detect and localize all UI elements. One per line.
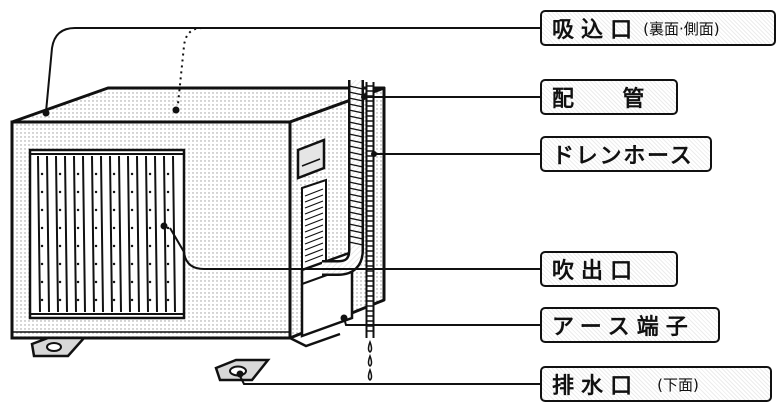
label-intake: 吸込口(裏面·側面) (540, 10, 776, 46)
dot-intake-side (172, 106, 180, 114)
label-drain-port-text: 排水口 (552, 374, 640, 399)
label-outlet-text: 吹出口 (552, 259, 640, 284)
label-outlet: 吹出口 (540, 251, 678, 287)
label-intake-note: (裏面·側面) (643, 19, 720, 38)
drain-hose (365, 82, 375, 338)
label-drain-hose-text: ドレンホース (552, 144, 694, 169)
dot-drain-port (236, 370, 244, 378)
leader-intake-top (45, 27, 540, 113)
label-earth-terminal: アース端子 (540, 307, 720, 343)
label-piping: 配管 (540, 79, 678, 115)
dot-drain-hose (371, 151, 377, 157)
label-drain-hose: ドレンホース (540, 136, 712, 172)
dot-earth-terminal (340, 314, 348, 322)
label-drain-port-note: (下面) (657, 375, 699, 394)
side-handle (296, 138, 326, 180)
dot-intake-top (42, 109, 50, 117)
pipe (322, 80, 364, 276)
dot-outlet (160, 222, 168, 230)
label-drain-port: 排水口 (下面) (540, 366, 772, 402)
leader-drain-port (239, 375, 540, 385)
unit-foot-right (214, 358, 271, 382)
label-earth-terminal-text: アース端子 (552, 315, 695, 340)
unit-foot-left (30, 336, 87, 358)
water-drops (367, 339, 373, 381)
label-piping-text: 配管 (552, 87, 693, 112)
leader-outlet (169, 227, 540, 270)
front-grille (28, 148, 186, 320)
side-vent (301, 178, 327, 274)
label-intake-text: 吸込口 (552, 18, 640, 43)
side-foot (289, 332, 341, 348)
dot-piping (361, 94, 367, 100)
